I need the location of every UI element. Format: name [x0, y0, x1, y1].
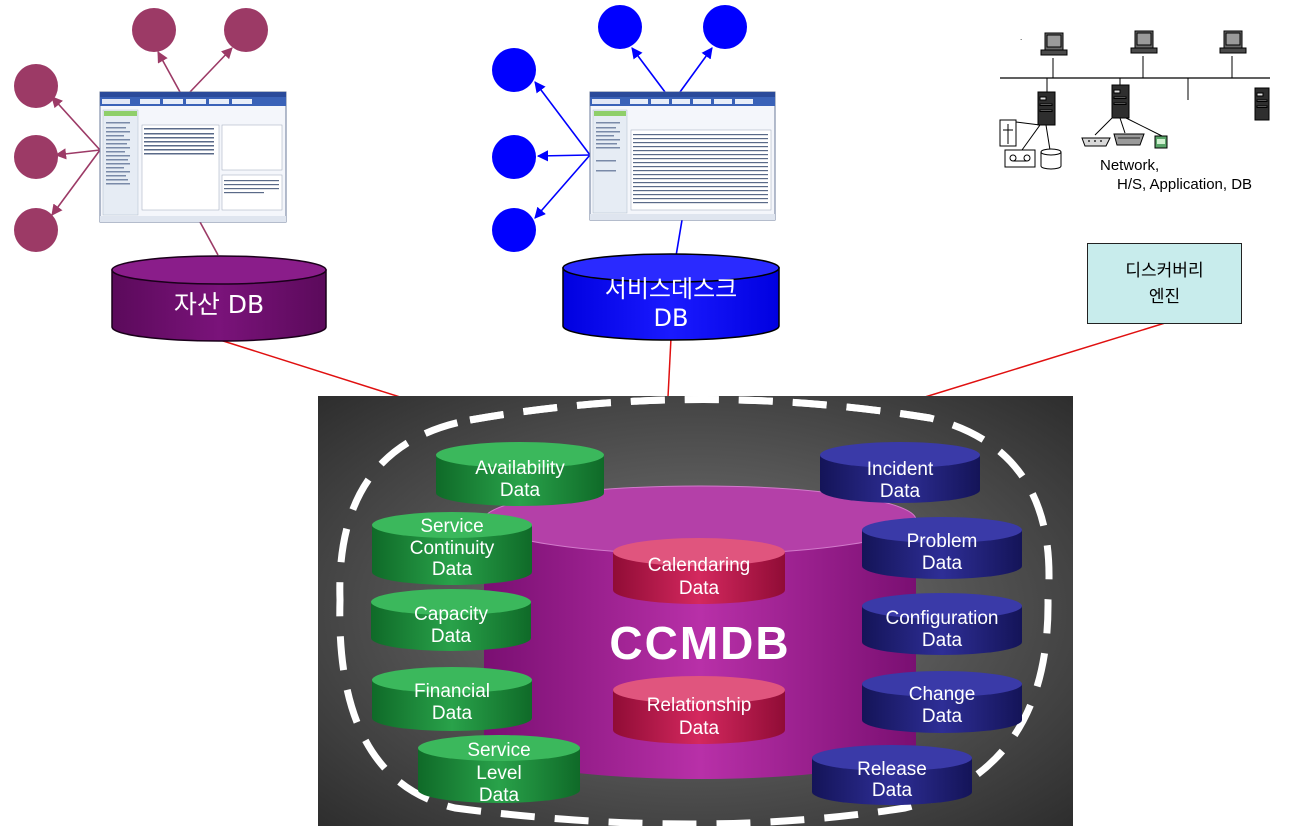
servicedesk-node: [492, 48, 536, 92]
service-continuity-data-label-line2: Continuity: [410, 538, 495, 559]
incident-data-label-line1: Incident: [867, 459, 934, 480]
configuration-data-label-line1: Configuration: [885, 608, 998, 629]
financial-data-label-line1: Financial: [414, 681, 490, 702]
service-level-data-label-line3: Data: [479, 785, 520, 806]
asset-node: [224, 8, 268, 52]
monitor-icon: [1130, 30, 1158, 54]
network-label: Network, H/S, Application, DB: [1100, 156, 1252, 194]
discovery-engine-label-line2: 엔진: [1148, 286, 1181, 307]
ccmdb-title: CCMDB: [609, 617, 790, 669]
availability-data-cylinder: Availability Data: [436, 442, 604, 506]
servicedesk-db-label-line2: DB: [654, 304, 689, 332]
network-group: .: [999, 30, 1270, 170]
relationship-data-cylinder: Relationship Data: [613, 676, 785, 744]
configuration-data-cylinder: Configuration Data: [862, 593, 1022, 655]
servicedesk-node: [492, 135, 536, 179]
servicedesk-db-label-line1: 서비스데스크: [605, 275, 737, 303]
problem-data-label-line2: Data: [922, 553, 963, 574]
servicedesk-group: 서비스데스크 DB: [492, 5, 780, 341]
release-data-cylinder: Release Data: [812, 745, 972, 805]
server-icon: [1254, 87, 1270, 121]
servicedesk-app-screenshot: [589, 91, 776, 221]
financial-data-cylinder: Financial Data: [372, 667, 532, 731]
servicedesk-db-cylinder: 서비스데스크 DB: [562, 253, 780, 341]
calendaring-data-cylinder: Calendaring Data: [613, 538, 785, 604]
discovery-engine-box: 디스커버리 엔진: [1087, 243, 1242, 324]
asset-app-screenshot: [99, 91, 287, 223]
tape-icon: [1004, 149, 1036, 168]
discovery-to-ccmdb-line: [924, 322, 1166, 398]
asset-node: [132, 8, 176, 52]
monitor-icon: [1219, 30, 1247, 54]
capacity-data-label-line1: Capacity: [414, 604, 488, 625]
service-level-data-label-line1: Service: [467, 740, 530, 761]
availability-data-label-line1: Availability: [475, 458, 565, 479]
change-data-cylinder: Change Data: [862, 671, 1022, 733]
server-icon: [1111, 84, 1130, 119]
asset-node: [14, 64, 58, 108]
service-continuity-data-label-line1: Service: [420, 516, 483, 537]
asset-node: [14, 135, 58, 179]
ccmdb-central-cylinder: [483, 485, 917, 779]
disk-icon: [1040, 148, 1062, 170]
configuration-data-label-line2: Data: [922, 630, 963, 651]
capacity-data-label-line2: Data: [431, 626, 472, 647]
incident-data-label-line2: Data: [880, 481, 921, 502]
change-data-label-line2: Data: [922, 706, 963, 727]
change-data-label-line1: Change: [909, 684, 976, 705]
service-level-data-cylinder: Service Level Data: [418, 735, 580, 806]
discovery-engine-label-line1: 디스커버리: [1125, 260, 1204, 281]
financial-data-label-line2: Data: [432, 703, 473, 724]
server-icon: [1037, 91, 1056, 126]
availability-data-label-line2: Data: [500, 480, 541, 501]
problem-data-cylinder: Problem Data: [862, 517, 1022, 579]
connector-lines: [219, 322, 1166, 398]
network-label-line2: H/S, Application, DB: [1117, 176, 1253, 193]
ccmdb-panel: CCMDB Calendaring Data Relationship Data…: [318, 396, 1073, 826]
asset-group: 자산 DB: [14, 8, 327, 342]
service-level-data-label-line2: Level: [476, 763, 521, 784]
asset-node: [14, 208, 58, 252]
release-data-label-line2: Data: [872, 780, 913, 801]
switch-icon: [1081, 137, 1111, 147]
problem-data-label-line1: Problem: [907, 531, 978, 552]
servicedesk-node: [492, 208, 536, 252]
calendaring-data-label-line1: Calendaring: [648, 555, 750, 576]
storage-icon: [999, 119, 1017, 147]
service-continuity-data-label-line3: Data: [432, 559, 473, 580]
network-label-line1: Network,: [1100, 157, 1160, 174]
asset-db-cylinder: 자산 DB: [111, 255, 327, 342]
svg-text:.: .: [1020, 33, 1022, 42]
release-data-label-line1: Release: [857, 759, 927, 780]
incident-data-cylinder: Incident Data: [820, 442, 980, 503]
calendaring-data-label-line2: Data: [679, 578, 720, 599]
asset-to-ccmdb-line: [219, 339, 401, 398]
service-continuity-data-cylinder: Service Continuity Data: [372, 512, 532, 585]
servicedesk-node: [598, 5, 642, 49]
relationship-data-label-line2: Data: [679, 718, 720, 739]
phone-icon: [1154, 135, 1168, 149]
relationship-data-label-line1: Relationship: [647, 695, 752, 716]
servicedesk-node: [703, 5, 747, 49]
router-icon: [1113, 133, 1145, 146]
monitor-icon: [1040, 32, 1068, 56]
asset-db-label: 자산 DB: [174, 290, 264, 319]
capacity-data-cylinder: Capacity Data: [371, 589, 531, 651]
servicedesk-to-ccmdb-line: [667, 337, 672, 398]
